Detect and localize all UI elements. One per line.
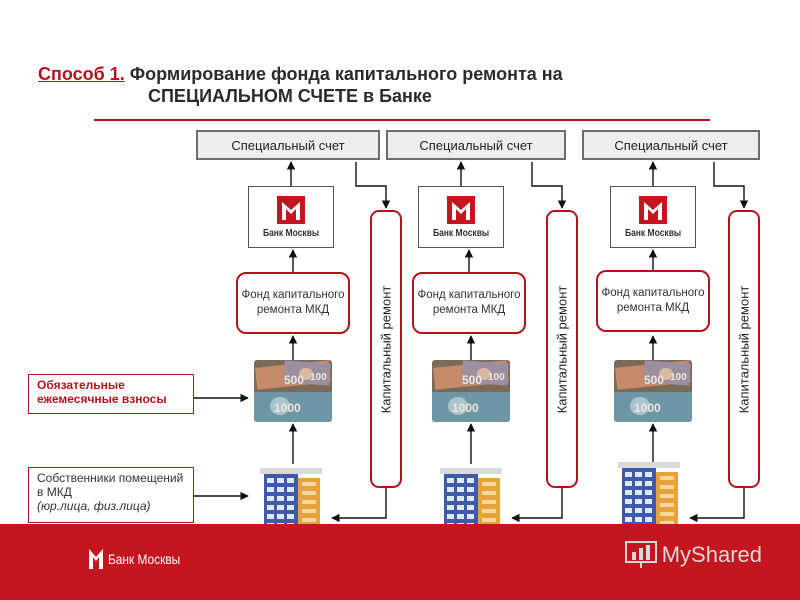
money-image-3: 500 100 1000 — [614, 360, 692, 422]
capital-repair-bar-2: Капитальный ремонт — [546, 210, 578, 488]
bank-name-3: Банк Москвы — [624, 228, 682, 239]
bank-logo-box-2: Банк Москвы — [418, 186, 504, 248]
svg-text:500: 500 — [284, 373, 304, 387]
fund-label-2: Фонд капитального ремонта МКД — [417, 289, 521, 316]
bank-name-2: Банк Москвы — [432, 228, 490, 239]
fund-box-1: Фонд капитального ремонта МКД — [236, 272, 350, 334]
presentation-icon — [624, 541, 657, 568]
special-account-label-3: Специальный счет — [614, 137, 728, 153]
footer-logo-name: Банк Москвы — [108, 551, 181, 567]
fund-label-3: Фонд капитального ремонта МКД — [601, 287, 705, 314]
special-account-box-3: Специальный счет — [582, 130, 760, 160]
payments-label-box: Обязательные ежемесячные взносы — [28, 374, 194, 414]
footer-logo: Банк Москвы — [88, 548, 193, 570]
watermark-text: MyShared — [661, 542, 762, 567]
bank-m-logo-icon — [639, 196, 667, 224]
bank-name-1: Банк Москвы — [262, 228, 320, 239]
capital-repair-label-2: Капитальный ремонт — [554, 285, 570, 413]
bank-logo-box-3: Банк Москвы — [610, 186, 696, 248]
footer-band — [0, 524, 800, 600]
page-title: Способ 1. Формирование фонда капитальног… — [38, 62, 563, 86]
bank-logo-box-1: Банк Москвы — [248, 186, 334, 248]
bank-m-logo-icon — [447, 196, 475, 224]
bank-m-logo-icon — [277, 196, 305, 224]
special-account-box-1: Специальный счет — [196, 130, 380, 160]
svg-text:1000: 1000 — [274, 401, 301, 415]
special-account-label-1: Специальный счет — [231, 137, 345, 153]
capital-repair-label-1: Капитальный ремонт — [378, 285, 394, 413]
svg-text:100: 100 — [488, 372, 505, 383]
owners-note: (юр.лица, физ.лица) — [37, 499, 151, 513]
capital-repair-bar-1: Капитальный ремонт — [370, 210, 402, 488]
title-line-2: СПЕЦИАЛЬНОМ СЧЕТЕ в Банке — [148, 86, 432, 106]
footer-m-logo-icon — [89, 549, 103, 569]
payments-label: Обязательные ежемесячные взносы — [37, 378, 167, 406]
title-divider — [94, 119, 710, 121]
svg-text:100: 100 — [310, 372, 327, 383]
svg-text:500: 500 — [644, 373, 664, 387]
watermark: MyShared — [624, 540, 762, 570]
capital-repair-label-3: Капитальный ремонт — [736, 285, 752, 413]
fund-box-2: Фонд капитального ремонта МКД — [412, 272, 526, 334]
special-account-box-2: Специальный счет — [386, 130, 566, 160]
fund-label-1: Фонд капитального ремонта МКД — [241, 289, 345, 316]
owners-label-box: Собственники помещений в МКД (юр.лица, ф… — [28, 467, 194, 523]
svg-text:100: 100 — [670, 372, 687, 383]
title-prefix: Способ 1. — [38, 64, 125, 84]
capital-repair-bar-3: Капитальный ремонт — [728, 210, 760, 488]
money-image-1: 500 100 1000 — [254, 360, 332, 422]
svg-text:1000: 1000 — [634, 401, 661, 415]
svg-text:1000: 1000 — [452, 401, 479, 415]
owners-label: Собственники помещений в МКД — [37, 471, 184, 499]
fund-box-3: Фонд капитального ремонта МКД — [596, 270, 710, 332]
svg-text:500: 500 — [462, 373, 482, 387]
money-image-2: 500 100 1000 — [432, 360, 510, 422]
title-line-1: Формирование фонда капитального ремонта … — [124, 64, 563, 84]
special-account-label-2: Специальный счет — [419, 137, 533, 153]
